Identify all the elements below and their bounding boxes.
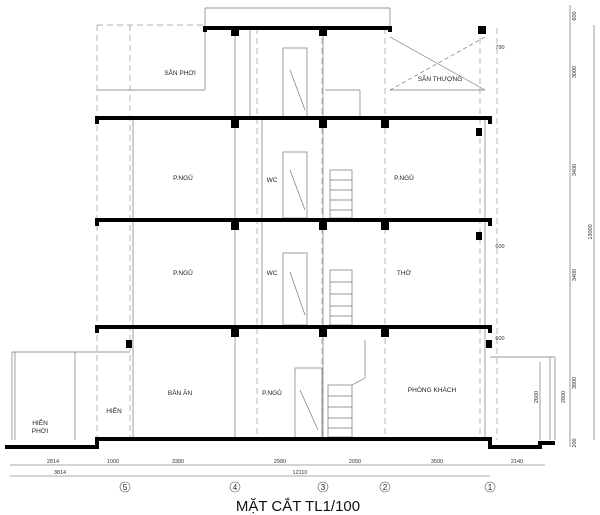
room-san-thuong: SÂN THƯỢNG: [418, 74, 463, 83]
grid-axes: 5 4 3 2 1: [119, 481, 496, 493]
dim-plinth: 200: [572, 438, 578, 447]
dim-3814: 3814: [54, 470, 66, 476]
room-f2-bedroom: P.NGỦ: [173, 268, 193, 277]
dim-gate-left: 2600: [534, 391, 540, 403]
room-dining: BÀN ĂN: [168, 388, 193, 397]
dashed-guides: [96, 24, 498, 440]
dim-roof-floor: 3000: [572, 66, 578, 78]
vertical-dimensions: 600 3000 3400 3400 3800 200 13000 790 60…: [495, 5, 595, 448]
room-living: PHÒNG KHÁCH: [408, 385, 457, 394]
dim-balcony-f2: 600: [495, 244, 504, 250]
dim-parapet: 600: [572, 11, 578, 20]
dim-3500: 3500: [431, 459, 443, 465]
dim-floor-3: 3400: [572, 164, 578, 176]
dim-balcony-f1: 600: [495, 336, 504, 342]
room-f3-bedroom-right: P.NGỦ: [394, 173, 414, 182]
floor-slabs: [5, 26, 555, 449]
room-g-bedroom: P.NGỦ: [262, 388, 282, 397]
room-porch: HIÊN: [106, 406, 122, 415]
room-drying-porch-1: HIÊN: [32, 418, 48, 427]
stairs: [327, 169, 366, 438]
dim-gate-right: 2800: [561, 391, 567, 403]
horizontal-dimensions: 2814 1000 3380 2980 2050 3500 2140 3814 …: [10, 459, 545, 477]
dim-2050: 2050: [349, 459, 361, 465]
dim-balcony-top: 790: [495, 45, 504, 51]
room-san-phoi: SÂN PHƠI: [164, 68, 196, 77]
door: [282, 252, 308, 326]
room-f3-bedroom: P.NGỦ: [173, 173, 193, 182]
dim-ground-floor: 3800: [572, 377, 578, 389]
door: [282, 151, 308, 219]
axis-2: 2: [383, 483, 388, 492]
dim-floor-2: 3400: [572, 269, 578, 281]
doors: [282, 47, 323, 439]
axis-1: 1: [488, 483, 493, 492]
axis-marker: [484, 481, 496, 493]
room-f2-worship: THỜ: [397, 268, 412, 277]
dim-1000: 1000: [107, 459, 119, 465]
axis-marker: [379, 481, 391, 493]
walls: [11, 7, 556, 440]
drawing-title: MẶT CẮT TL1/100: [236, 497, 360, 515]
door: [294, 367, 323, 439]
dim-12110: 12110: [293, 470, 308, 476]
dim-2140: 2140: [511, 459, 523, 465]
room-drying-porch-2: PHƠI: [32, 428, 49, 435]
dim-total-height: 13000: [588, 224, 594, 239]
axis-marker: [317, 481, 329, 493]
axis-4: 4: [233, 483, 238, 492]
axis-marker: [229, 481, 241, 493]
axis-5: 5: [123, 483, 128, 492]
room-labels: SÂN PHƠI SÂN THƯỢNG P.NGỦ WC P.NGỦ P.NGỦ…: [32, 68, 463, 435]
dim-3380: 3380: [172, 459, 184, 465]
axis-marker: [119, 481, 131, 493]
room-f3-wc: WC: [267, 177, 278, 184]
room-f2-wc: WC: [267, 270, 278, 277]
dim-2814: 2814: [47, 459, 59, 465]
axis-3: 3: [321, 483, 326, 492]
dim-2980: 2980: [274, 459, 286, 465]
